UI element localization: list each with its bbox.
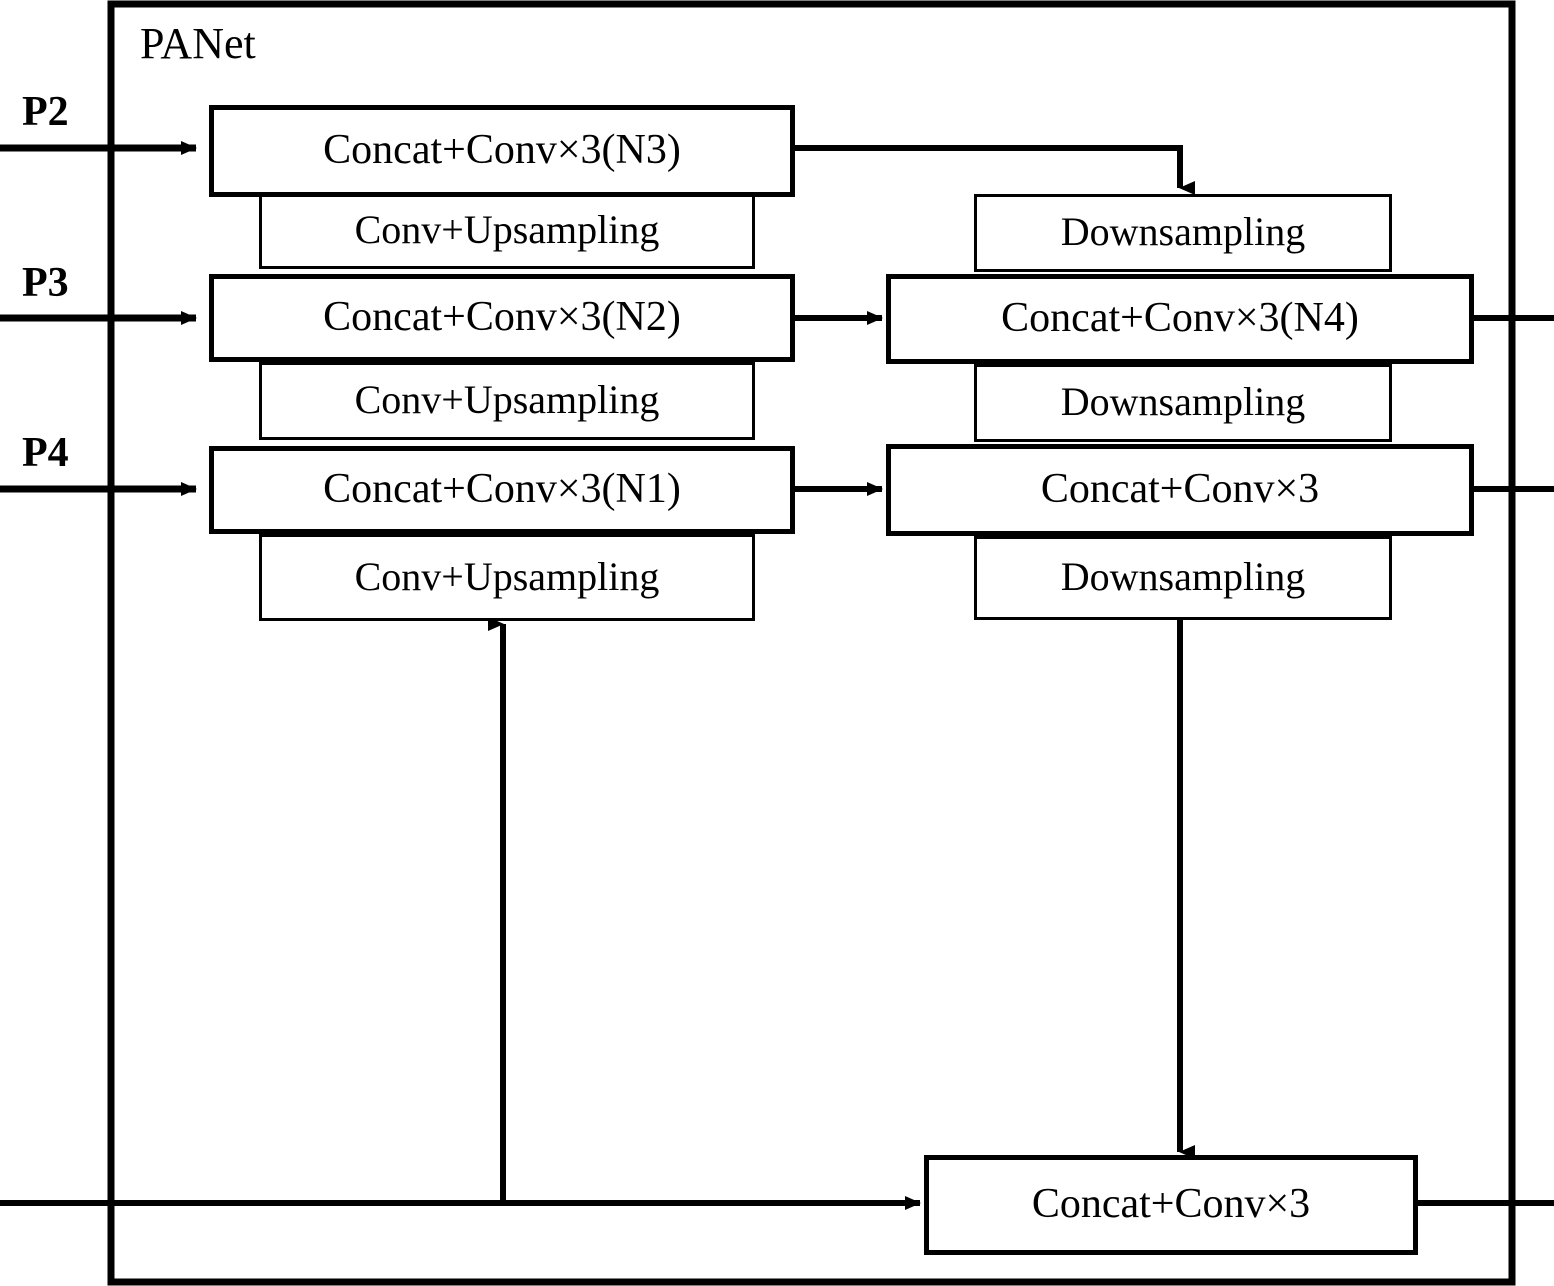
node-concat-conv-n3[interactable]: Concat+Conv×3(N3): [209, 105, 795, 197]
node-concat-conv-bottom[interactable]: Concat+Conv×3: [924, 1155, 1418, 1255]
input-label-p4: P4: [22, 430, 69, 476]
node-downsampling-3[interactable]: Downsampling: [974, 536, 1392, 620]
node-label: Downsampling: [1060, 379, 1306, 424]
node-concat-conv-n4[interactable]: Concat+Conv×3(N4): [886, 274, 1474, 364]
node-concat-conv-n5[interactable]: Concat+Conv×3: [886, 444, 1474, 536]
node-label: Concat+Conv×3(N3): [323, 127, 681, 173]
node-conv-upsampling-3[interactable]: Conv+Upsampling: [259, 534, 755, 621]
node-label: Conv+Upsampling: [354, 207, 660, 252]
input-label-p3: P3: [22, 260, 69, 306]
node-downsampling-1[interactable]: Downsampling: [974, 194, 1392, 272]
input-label-p2: P2: [22, 89, 69, 135]
page-title: PANet: [140, 19, 256, 68]
node-label: Concat+Conv×3: [1040, 466, 1320, 512]
panet-container-border: [107, 0, 1516, 1286]
node-concat-conv-n1[interactable]: Concat+Conv×3(N1): [209, 446, 795, 534]
node-label: Concat+Conv×3(N4): [1001, 295, 1359, 341]
node-conv-upsampling-2[interactable]: Conv+Upsampling: [259, 362, 755, 440]
node-label: Concat+Conv×3(N2): [323, 294, 681, 340]
connector-n3-to-downsampling1: [795, 145, 1195, 195]
node-label: Concat+Conv×3: [1031, 1181, 1311, 1227]
node-label: Conv+Upsampling: [354, 377, 660, 422]
node-concat-conv-n2[interactable]: Concat+Conv×3(N2): [209, 274, 795, 362]
node-label: Downsampling: [1060, 554, 1306, 599]
node-label: Downsampling: [1060, 209, 1306, 254]
node-label: Conv+Upsampling: [354, 553, 660, 599]
node-downsampling-2[interactable]: Downsampling: [974, 364, 1392, 442]
node-conv-upsampling-1[interactable]: Conv+Upsampling: [259, 193, 755, 269]
node-label: Concat+Conv×3(N1): [323, 466, 681, 512]
